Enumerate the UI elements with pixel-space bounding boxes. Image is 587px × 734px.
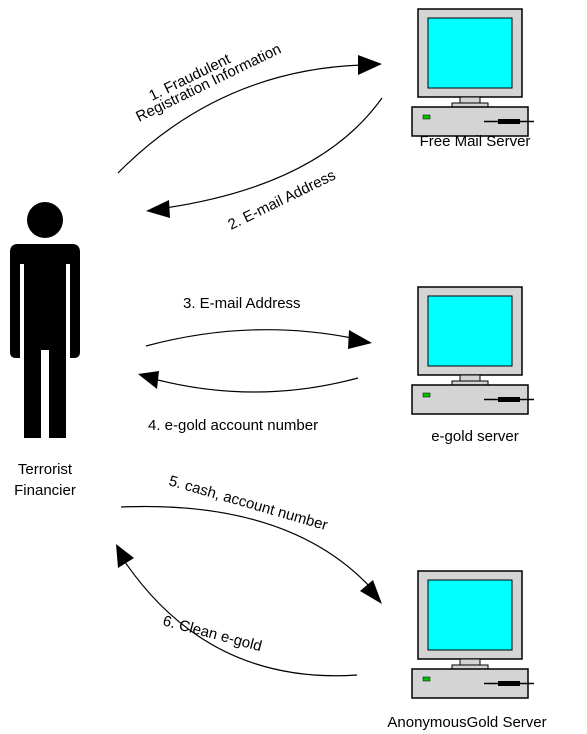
actor-label-line2: Financier [14,482,76,499]
anonymous-gold-server-computer-icon [411,570,535,699]
step-4-label: 4. e-gold account number [148,417,318,434]
arrowhead-step-1 [358,55,382,75]
arrow-step-6 [124,561,358,677]
anonymous-gold-server-label: AnonymousGold Server [387,714,546,731]
free-mail-server-label: Free Mail Server [420,133,531,150]
step-5-label: 5. cash, account number [167,473,330,535]
arrow-step-5 [120,505,373,590]
actor-label-line1: Terrorist [18,461,73,478]
free-mail-server-computer-icon [411,8,535,137]
step-3-label: 3. E-mail Address [183,295,301,312]
arrowhead-step-5 [360,580,382,604]
egold-server-label: e-gold server [431,428,519,445]
arrowhead-step-3 [348,330,372,349]
arrow-step-3 [145,329,353,347]
step-2-label: 2. E-mail Address [225,167,338,234]
arrowhead-step-6 [116,544,134,568]
step-6-label: 6. Clean e-gold [161,612,264,655]
arrow-step-4 [157,377,359,393]
person-icon [10,202,80,438]
arrow-step-2 [164,97,383,209]
arrowhead-step-4 [138,371,159,389]
egold-server-computer-icon [411,286,535,415]
arrow-step-1 [117,64,363,174]
arrowhead-step-2 [146,200,170,218]
